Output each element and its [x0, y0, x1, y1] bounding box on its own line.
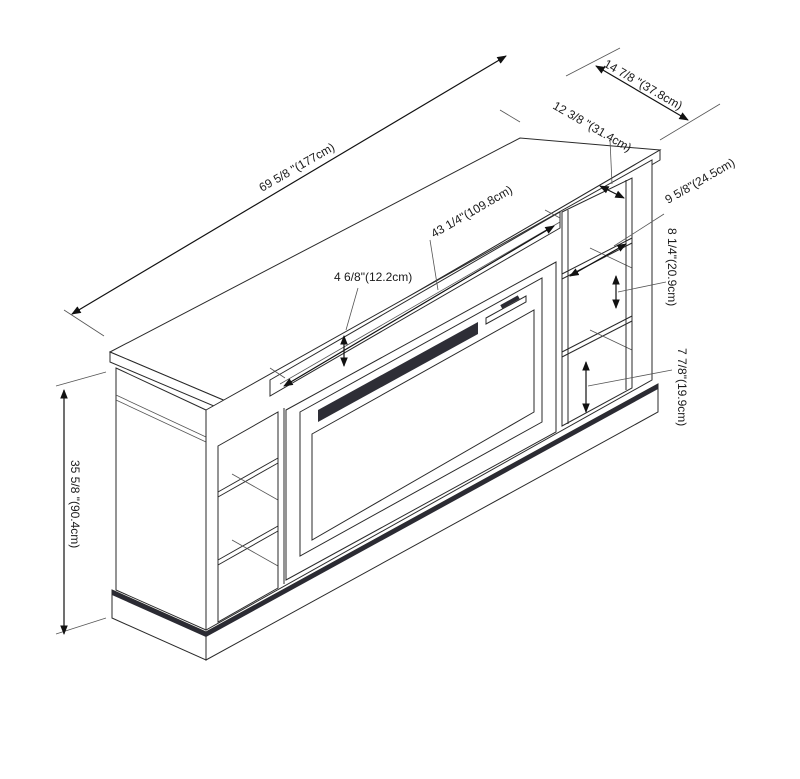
dimension-lines — [55, 47, 721, 635]
label-overall-height: 35 5/8 "(90.4cm) — [68, 460, 82, 548]
tv-stand-body — [108, 137, 662, 661]
left-side-panel — [115, 367, 207, 631]
right-shelf-unit — [561, 177, 633, 427]
width-dimension-arrow — [71, 55, 507, 315]
base-trim-left — [112, 590, 206, 637]
label-overall-width: 69 5/8 "(177cm) — [257, 140, 338, 195]
label-overall-depth: 14 7/8 "(37.8cm) — [602, 56, 685, 112]
label-center-opening-height: 4 6/8"(12.2cm) — [334, 270, 412, 284]
label-lower-shelf-height: 7 7/8"(19.9cm) — [675, 348, 689, 426]
base-trim-front — [206, 384, 658, 637]
label-upper-shelf-height: 8 1/4"(20.9cm) — [665, 228, 679, 306]
label-side-shelf-depth: 9 5/8"(24.5cm) — [663, 155, 738, 206]
left-shelf-unit — [217, 408, 285, 623]
base-plinth — [111, 383, 659, 661]
depth-dimension-arrow — [595, 65, 689, 121]
